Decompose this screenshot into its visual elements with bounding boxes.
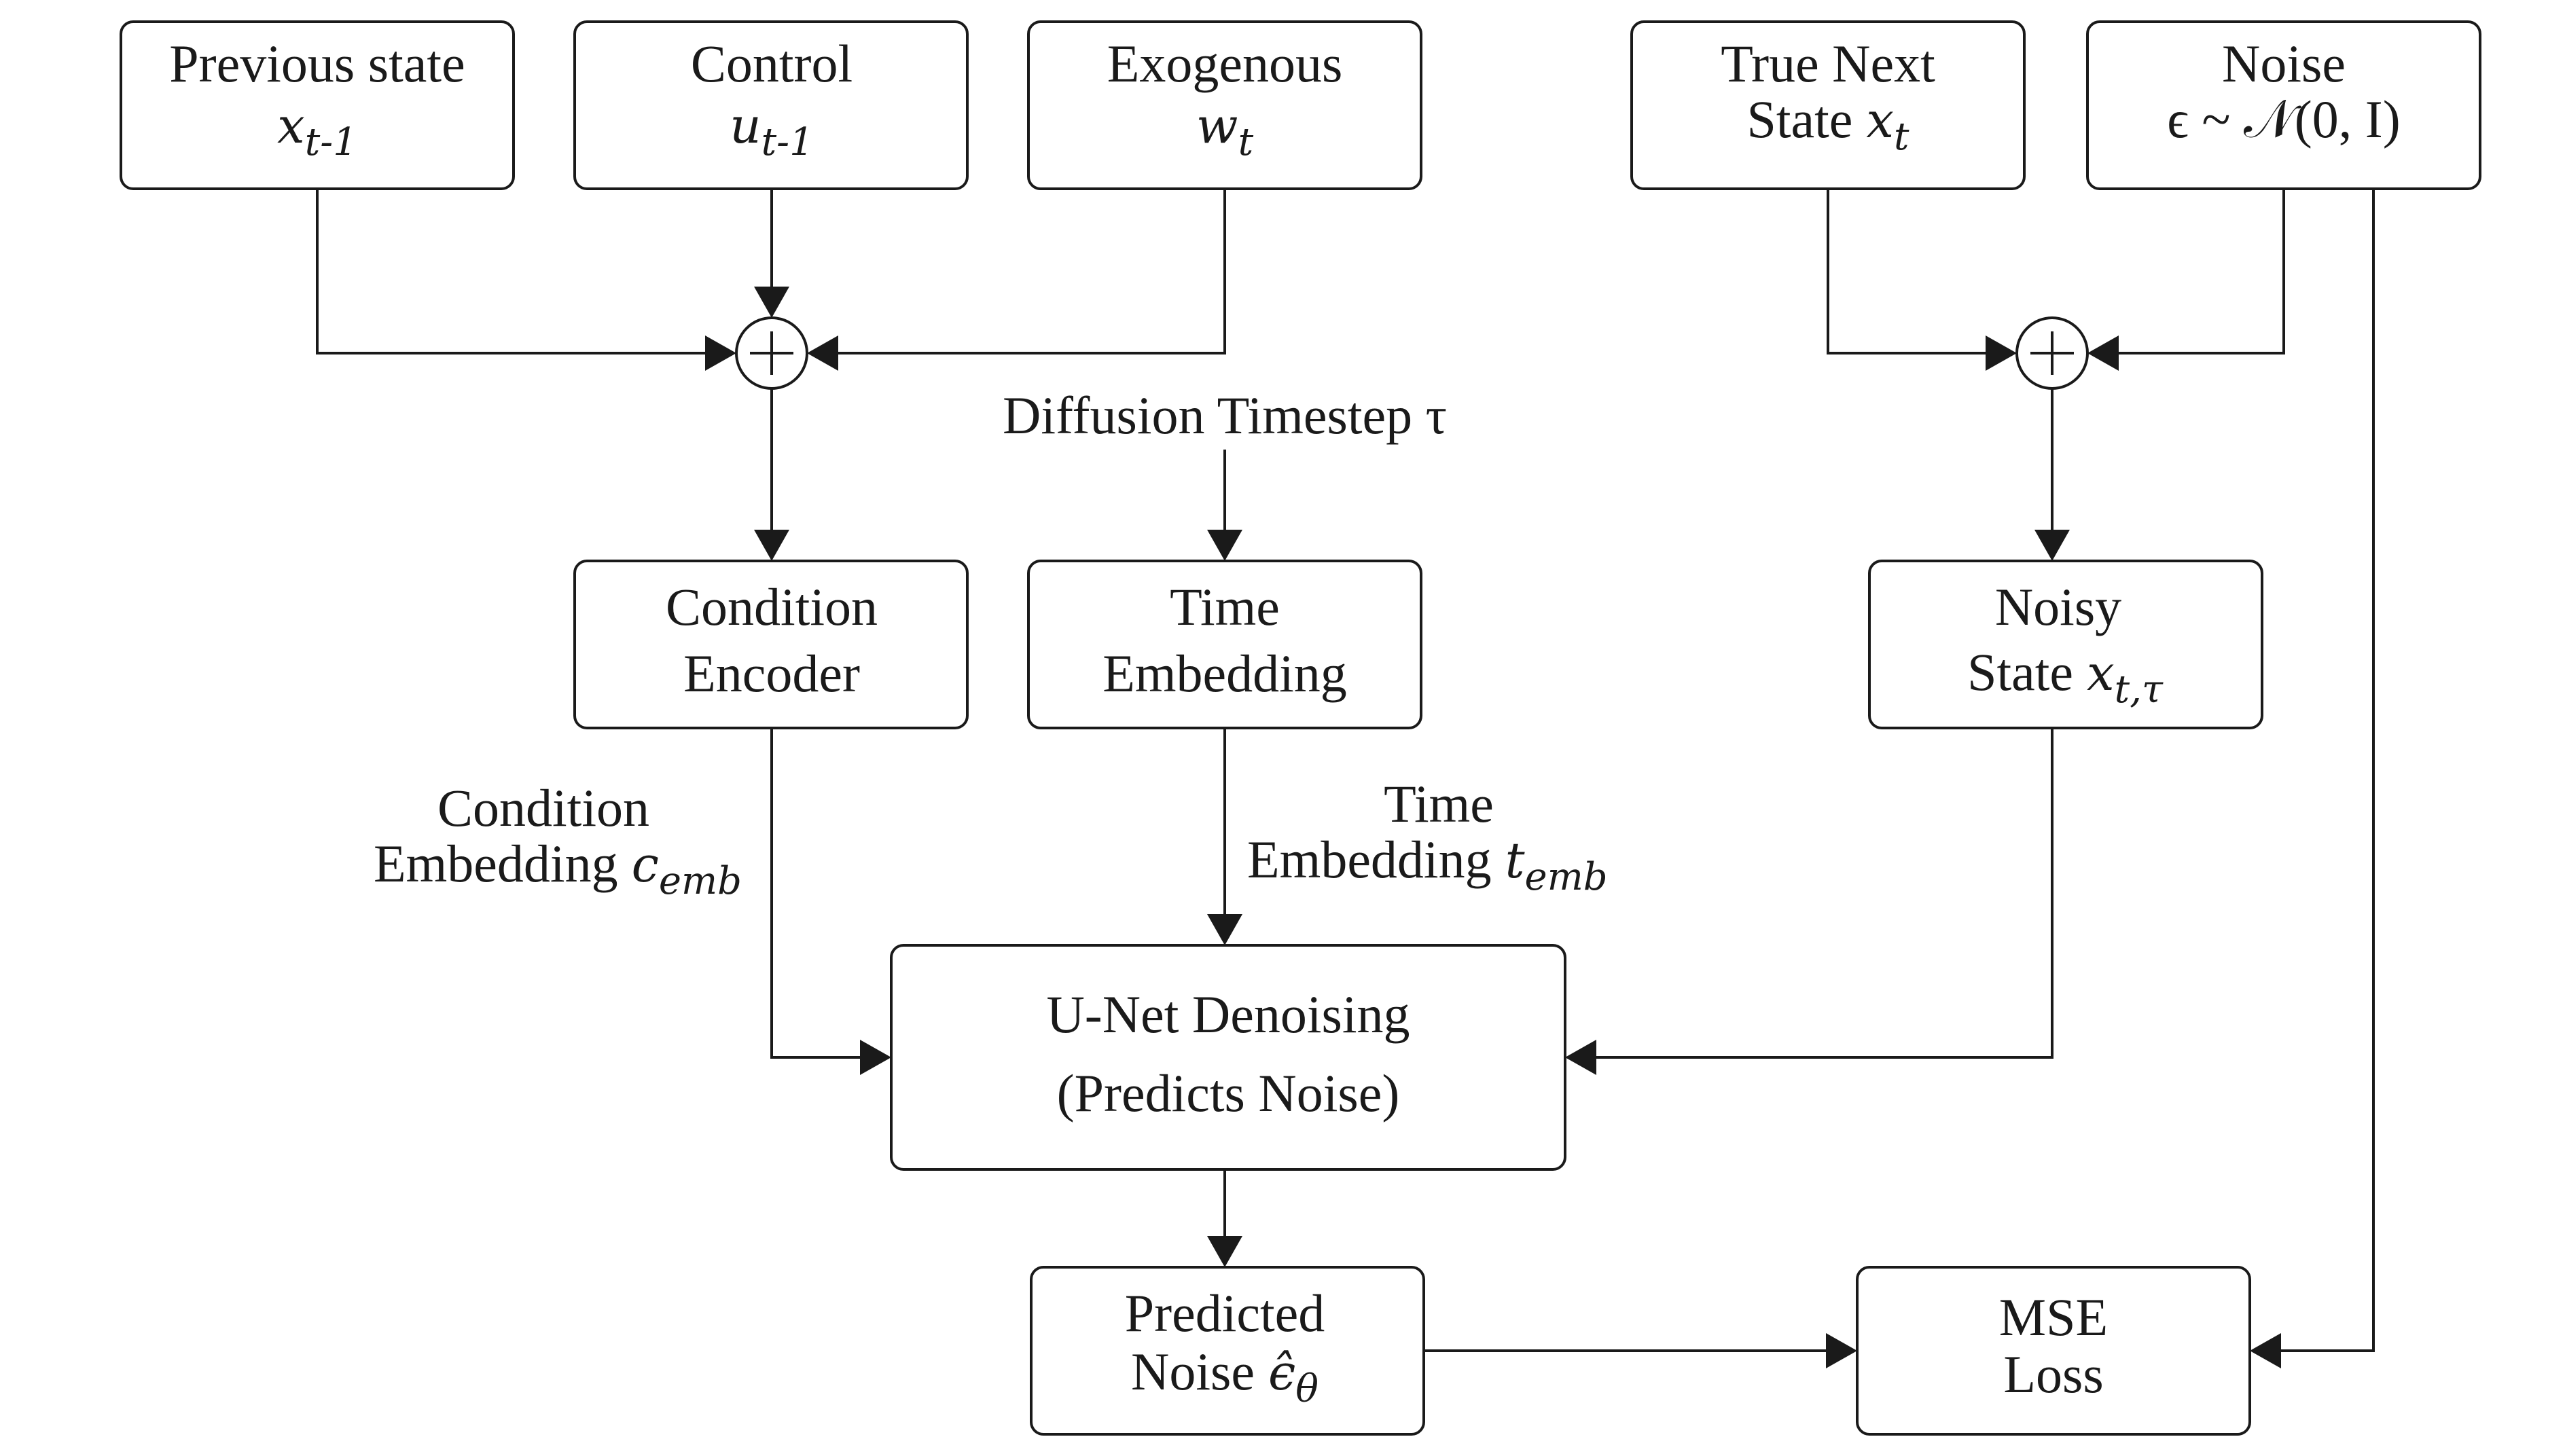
mse-label-line1: MSE bbox=[1999, 1288, 2108, 1347]
arrowhead bbox=[1565, 1040, 1596, 1075]
arrowhead bbox=[754, 530, 789, 561]
noise-sum-junction bbox=[2015, 316, 2089, 390]
arrowhead bbox=[807, 335, 838, 371]
arrowhead bbox=[754, 287, 789, 318]
edge-condition-encoder-to-unet bbox=[770, 728, 867, 1059]
predicted-noise-label-line1: Predicted bbox=[1125, 1284, 1325, 1343]
arrowhead bbox=[1207, 914, 1242, 945]
noisy-state-box bbox=[1868, 560, 2263, 729]
mse-label-line2: Loss bbox=[2003, 1345, 2103, 1404]
condition-sum-junction bbox=[735, 316, 808, 390]
time-embedding-label-line1: Time bbox=[1170, 577, 1280, 636]
arrowhead bbox=[1826, 1333, 1857, 1368]
arrowhead bbox=[1207, 530, 1242, 561]
arrowhead bbox=[860, 1040, 891, 1075]
edge-noise-to-sum bbox=[2112, 189, 2285, 354]
previous-state-symbol: xt-1 bbox=[277, 97, 357, 164]
edge-prev-state-to-sum bbox=[316, 189, 712, 354]
arrowhead bbox=[2250, 1333, 2281, 1368]
time-embedding-edge-label-line1: Time bbox=[1384, 774, 1494, 833]
edge-true-next-to-sum bbox=[1827, 189, 1992, 354]
arrowhead bbox=[705, 335, 736, 371]
arrowhead bbox=[1207, 1236, 1242, 1267]
arrowhead bbox=[1986, 335, 2017, 371]
edge-exogenous-to-sum bbox=[831, 189, 1226, 354]
diffusion-timestep-label: Diffusion Timestep τ bbox=[1003, 386, 1447, 445]
exogenous-symbol: wt bbox=[1196, 97, 1254, 164]
control-label: Control bbox=[691, 34, 853, 93]
condition-embedding-label-line1: Condition bbox=[437, 778, 649, 837]
unet-label-line1: U-Net Denoising bbox=[1046, 985, 1410, 1044]
true-next-state-label: True Next bbox=[1721, 34, 1935, 93]
edge-noise-to-mse bbox=[2274, 189, 2375, 1352]
unet-label-line2: (Predicts Noise) bbox=[1057, 1063, 1400, 1123]
exogenous-label: Exogenous bbox=[1107, 34, 1343, 93]
noise-label: Noise bbox=[2222, 34, 2346, 93]
edge-noisy-state-to-unet bbox=[1590, 728, 2053, 1059]
noise-distribution: ϵ ~ 𝒩(0, I) bbox=[2167, 90, 2400, 149]
arrowhead bbox=[2087, 335, 2119, 371]
noisy-state-label-line1: Noisy bbox=[1995, 577, 2121, 636]
arrowhead bbox=[2034, 530, 2070, 561]
control-symbol: ut-1 bbox=[730, 97, 813, 164]
unet-denoising-box bbox=[890, 944, 1566, 1171]
condition-encoder-label-line1: Condition bbox=[666, 577, 878, 636]
condition-encoder-label-line2: Encoder bbox=[683, 644, 860, 703]
time-embedding-label-line2: Embedding bbox=[1102, 644, 1347, 703]
previous-state-label: Previous state bbox=[169, 34, 465, 93]
